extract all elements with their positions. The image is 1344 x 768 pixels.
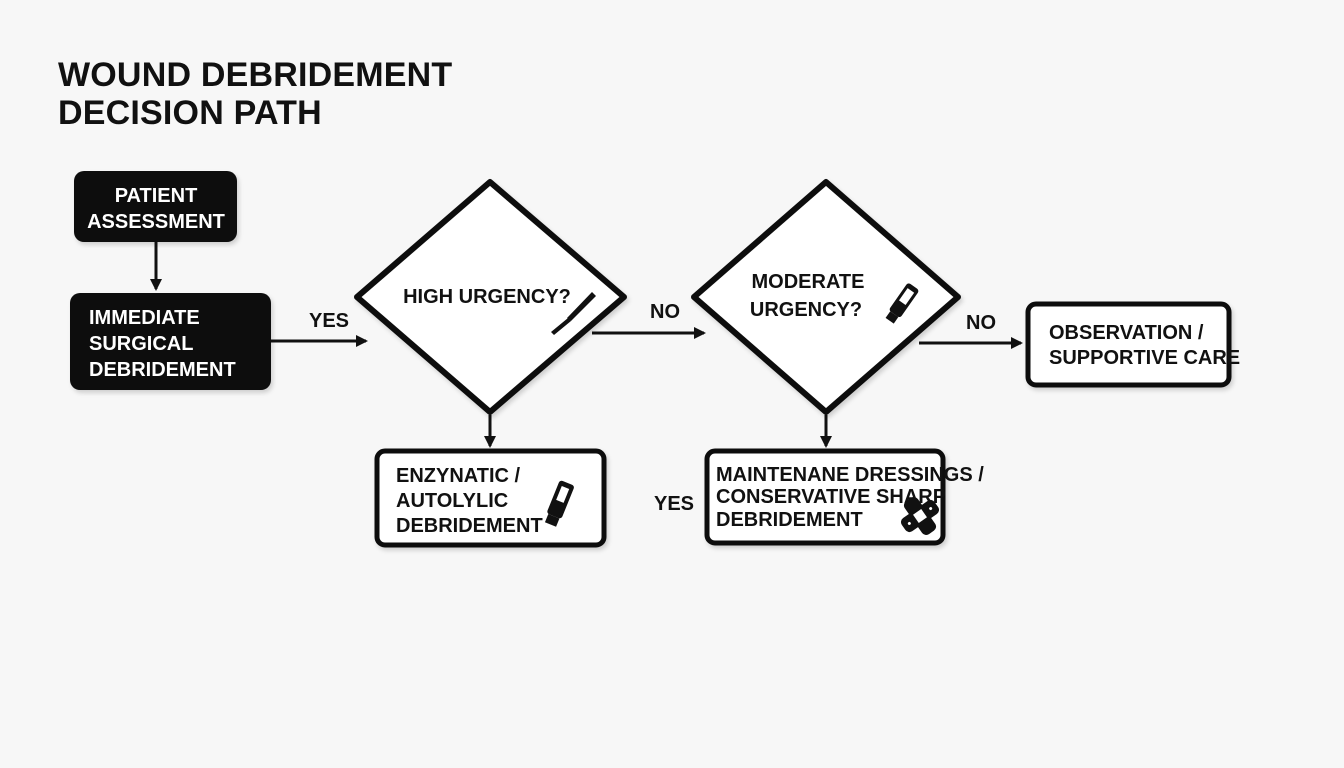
moderate-urgency-line-2: URGENCY? xyxy=(750,299,862,321)
moderate-urgency-line-1: MODERATE xyxy=(752,271,865,293)
high-urgency-decision: HIGH URGENCY? xyxy=(354,179,627,415)
immediate-surgical-line-3: DEBRIDEMENT xyxy=(89,359,236,381)
maintenance-node: MAINTENANE DRESSINGS / CONSERVATIVE SHAR… xyxy=(704,448,984,546)
enzymatic-line-2: AUTOLYLIC xyxy=(396,490,508,512)
bandage-icon xyxy=(900,496,940,536)
maintenance-line-3: DEBRIDEMENT xyxy=(716,509,863,531)
patient-assessment-node: PATIENT ASSESSMENT xyxy=(74,171,237,242)
immediate-surgical-line-2: SURGICAL xyxy=(89,333,193,355)
observation-line-1: OBSERVATION / xyxy=(1049,322,1204,344)
scalpel-icon xyxy=(551,292,596,335)
enzymatic-line-3: DEBRIDEMENT xyxy=(396,515,543,537)
high-urgency-label: HIGH URGENCY? xyxy=(403,286,571,308)
observation-line-2: SUPPORTIVE CARE xyxy=(1049,347,1240,369)
patient-assessment-line-2: ASSESSMENT xyxy=(87,211,225,233)
maintenance-line-1: MAINTENANE DRESSINGS / xyxy=(716,464,984,486)
ointment-tube-icon-enzymatic xyxy=(544,480,574,527)
edge-label-yes-left: YES xyxy=(309,310,349,332)
edge-label-no-middle: NO xyxy=(650,301,680,323)
enzymatic-line-1: ENZYNATIC / xyxy=(396,465,521,487)
diagram-title: WOUND DEBRIDEMENT DECISION PATH xyxy=(58,56,452,132)
ointment-tube-icon-moderate xyxy=(885,283,919,324)
edge-label-yes-bottom: YES xyxy=(654,493,694,515)
observation-node: OBSERVATION / SUPPORTIVE CARE xyxy=(1025,301,1240,388)
moderate-urgency-decision: MODERATE URGENCY? xyxy=(691,179,961,415)
edge-label-no-right: NO xyxy=(966,312,996,334)
patient-assessment-line-1: PATIENT xyxy=(115,185,198,207)
maintenance-line-2: CONSERVATIVE SHARP xyxy=(716,486,946,508)
immediate-surgical-line-1: IMMEDIATE xyxy=(89,307,200,329)
enzymatic-node: ENZYNATIC / AUTOLYLIC DEBRIDEMENT xyxy=(374,448,607,548)
diagram-title-line-1: WOUND DEBRIDEMENT xyxy=(58,56,453,94)
immediate-surgical-node: IMMEDIATE SURGICAL DEBRIDEMENT xyxy=(70,293,271,390)
diagram-title-line-2: DECISION PATH xyxy=(58,94,322,132)
